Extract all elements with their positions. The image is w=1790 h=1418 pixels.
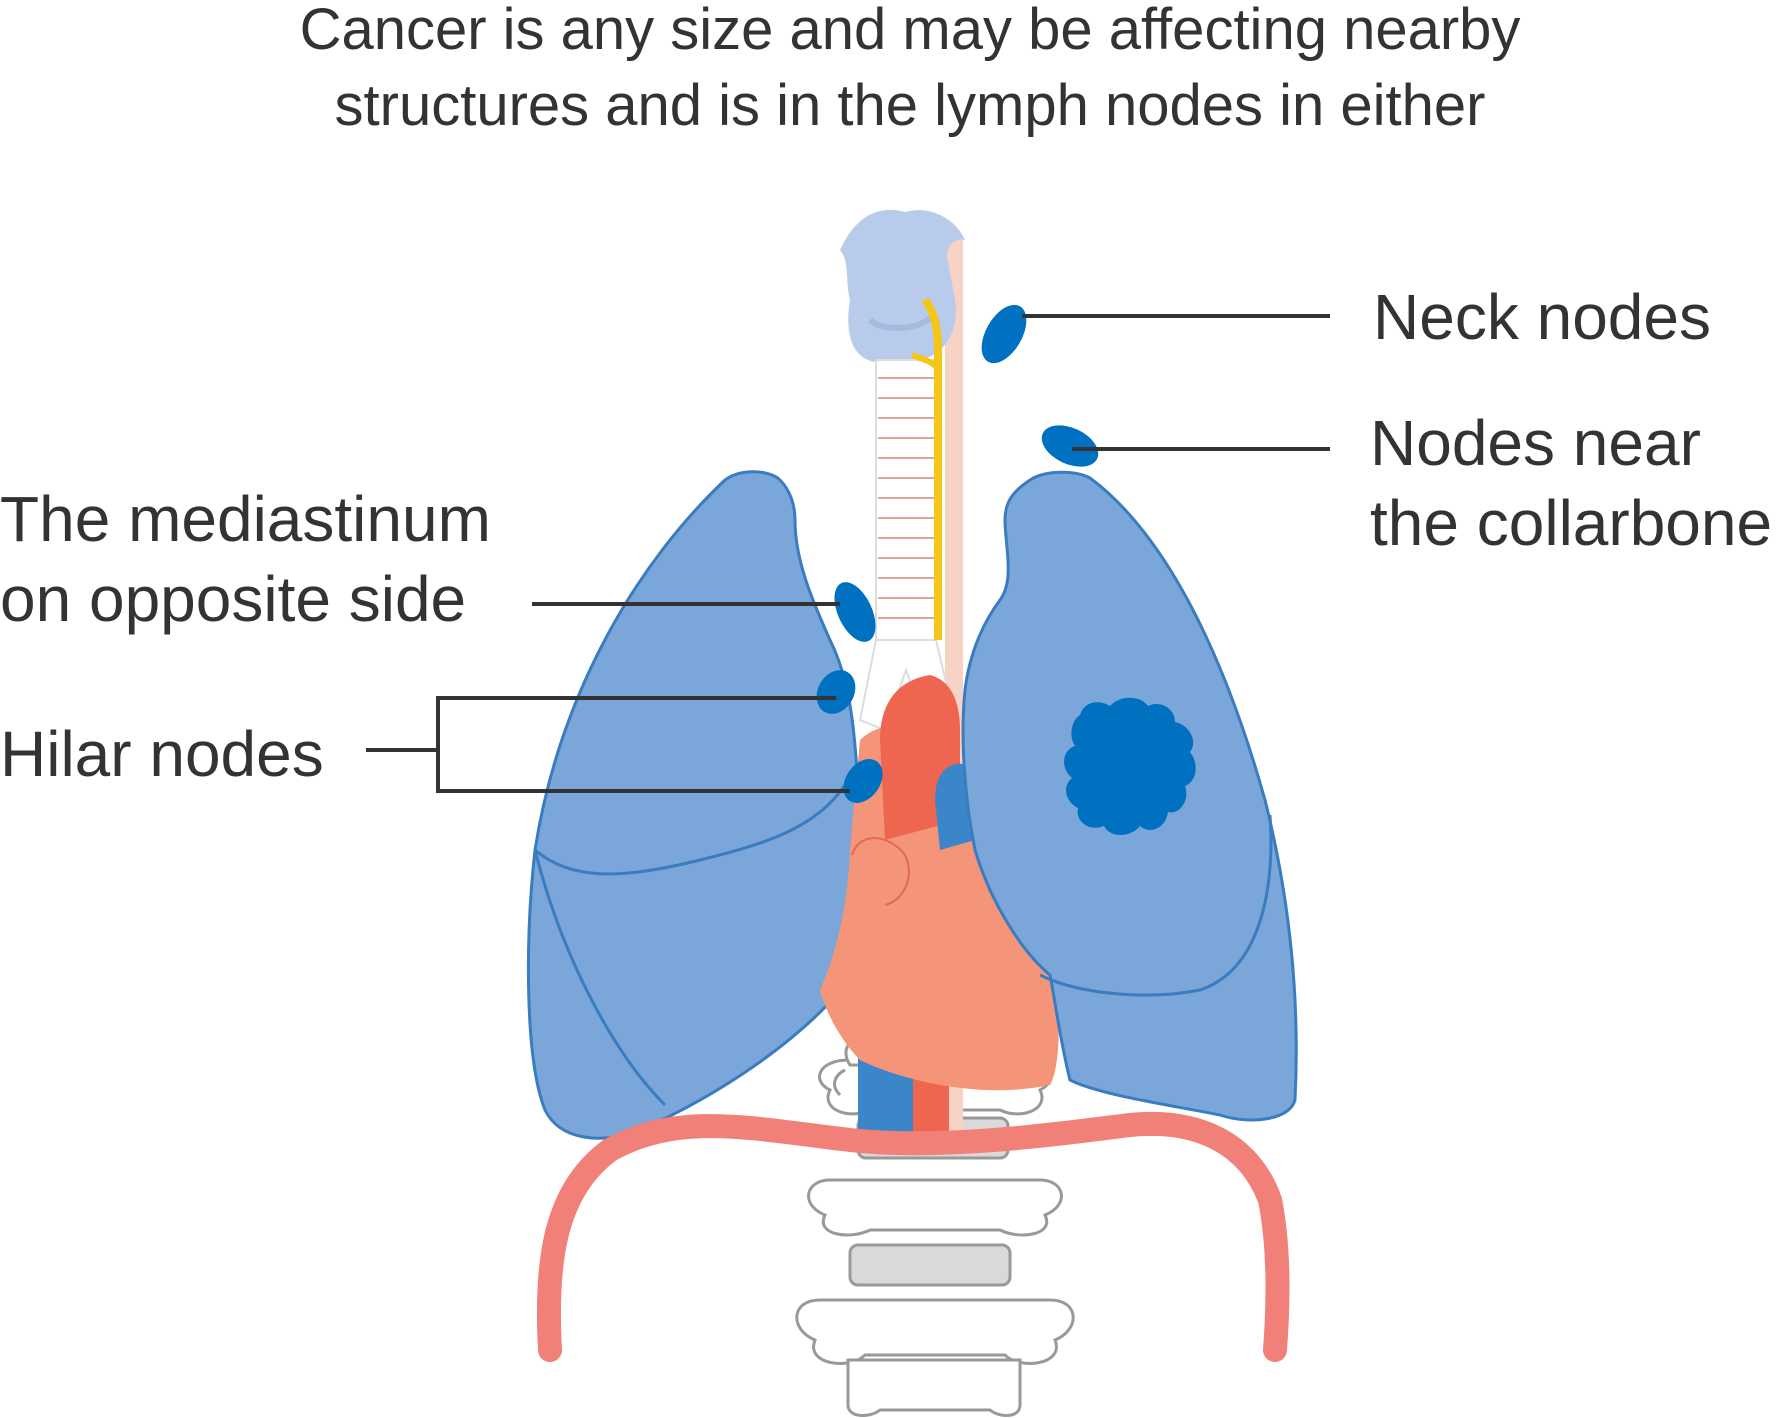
label-mediastinum-line-1: The mediastinum [0,483,491,555]
title-line-2: structures and is in the lymph nodes in … [334,73,1486,138]
label-mediastinum-line-2: on opposite side [0,563,467,635]
leader-lines [366,314,1330,793]
diaphragm [536,1112,1290,1362]
label-hilar-nodes: Hilar nodes [0,718,324,790]
label-neck-nodes: Neck nodes [1373,281,1711,353]
hilar-node-upper [816,670,856,714]
neck-node [981,304,1027,364]
right-lung [526,470,862,1140]
heart [820,675,1059,1091]
collarbone-node [1041,425,1099,467]
mediastinum-node [834,582,876,642]
label-collarbone-line-1: Nodes near [1370,407,1701,479]
tumour [1064,697,1196,835]
label-collarbone-line-2: the collarbone [1370,487,1773,559]
title-line-1: Cancer is any size and may be affecting … [299,0,1521,62]
larynx [840,209,965,362]
hilar-node-lower [843,759,883,803]
trachea [858,359,957,732]
